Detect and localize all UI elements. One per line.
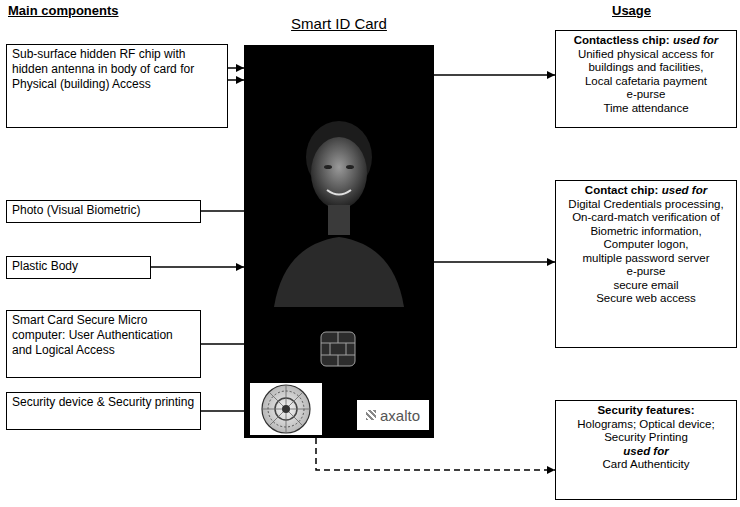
connector-line: [434, 261, 555, 263]
usage-text: On-card-match verification of Biometric …: [572, 211, 720, 237]
text-line: Digital Credentials processing,: [560, 198, 732, 212]
usage-text: Contact chip:: [585, 184, 658, 196]
text-line: On-card-match verification of Biometric …: [560, 211, 732, 238]
photo-eye: [324, 165, 332, 169]
text-line: Contact chip: used for: [560, 184, 732, 198]
usage-text: Secure web access: [596, 292, 696, 304]
usage-text: Digital Credentials processing,: [568, 198, 723, 210]
usage-box: Security features: Holograms; Optical dev…: [555, 400, 737, 500]
component-label: Plastic Body: [12, 259, 78, 273]
logo-mark: [366, 410, 376, 420]
photo-eye: [346, 165, 354, 169]
connector-arrow: [434, 258, 555, 266]
photo-face: [311, 137, 367, 209]
photo-neck: [328, 205, 350, 235]
hologram-center: [282, 405, 290, 413]
usage-text: Holograms; Optical device; Security Prin…: [577, 418, 714, 444]
logo-text: axalto: [380, 407, 420, 424]
text-line: Card Authenticity: [560, 458, 732, 472]
component-box: Smart Card Secure Micro computer: User A…: [6, 310, 201, 378]
arrow-head: [547, 466, 555, 474]
connector-line: [201, 343, 244, 345]
arrow-head: [547, 258, 555, 266]
connector-arrow: [228, 64, 244, 72]
arrow-head: [236, 263, 244, 271]
component-label: Smart Card Secure Micro computer: User A…: [12, 313, 173, 357]
connector-arrow: [434, 71, 555, 79]
connector-arrow: [201, 211, 244, 212]
text-line: Computer logon,: [560, 238, 732, 252]
component-label: Photo (Visual Biometric): [12, 203, 141, 217]
card-illustration: [244, 45, 434, 438]
photo-shoulders: [274, 237, 404, 307]
connector-arrow: [228, 76, 244, 84]
component-box: Security device & Security printing: [6, 392, 201, 430]
text-line: Smart Card Secure Micro computer: User A…: [12, 313, 195, 358]
usage-text: used for: [662, 184, 707, 196]
text-line: Security features:: [560, 404, 732, 418]
chip-pads: [321, 332, 355, 366]
usage-text: Contactless chip:: [574, 34, 670, 46]
usage-text: multiple password server: [582, 252, 709, 264]
connector-line: [434, 74, 555, 76]
component-box: Photo (Visual Biometric): [6, 200, 201, 223]
arrow-head: [547, 71, 555, 79]
column-heading: Usage: [612, 3, 651, 18]
usage-text: Time attendance: [603, 102, 688, 114]
hologram-ground: [250, 383, 322, 435]
text-line: Secure web access: [560, 292, 732, 306]
usage-text: secure email: [613, 279, 678, 291]
arrow-head: [236, 64, 244, 72]
connector-line: [201, 410, 244, 412]
usage-text: e-purse: [627, 265, 666, 277]
text-line: e-purse: [560, 265, 732, 279]
card-heading: Smart ID Card: [224, 15, 454, 32]
connector-arrow: [151, 263, 244, 271]
text-line: Time attendance: [560, 102, 732, 116]
dashed-connector: [316, 438, 555, 470]
smart-card: Smart ID Cardaxalto: [244, 45, 434, 438]
text-line: Sub-surface hidden RF chip with hidden a…: [12, 47, 222, 92]
column-heading: Main components: [8, 3, 119, 18]
text-line: Local cafetaria payment: [560, 75, 732, 89]
text-line: Unified physical access for buildings an…: [560, 48, 732, 75]
usage-text: used for: [673, 34, 718, 46]
component-label: Security device & Security printing: [12, 395, 194, 409]
chip-contact: [321, 332, 355, 366]
usage-text: Unified physical access for buildings an…: [578, 48, 714, 74]
text-line: used for: [560, 445, 732, 459]
hologram-rays: [262, 385, 310, 433]
component-box: Plastic Body: [6, 256, 151, 279]
usage-text: e-purse: [627, 88, 666, 100]
usage-box: Contact chip: used forDigital Credentials…: [555, 180, 737, 348]
usage-text: used for: [623, 445, 668, 457]
connector-arrow: [201, 411, 244, 412]
usage-box: Contactless chip:used forUnified physica…: [555, 30, 737, 128]
connector-line: [151, 266, 244, 268]
photo-smile: [327, 190, 351, 195]
text-line: Security device & Security printing: [12, 395, 195, 410]
text-line: multiple password server: [560, 252, 732, 266]
text-line: Contactless chip:used for: [560, 34, 732, 48]
component-label: Sub-surface hidden RF chip with hidden a…: [12, 47, 194, 91]
text-line: secure email: [560, 279, 732, 293]
usage-text: Security features:: [597, 404, 694, 416]
text-line: Holograms; Optical device; Security Prin…: [560, 418, 732, 445]
logo-box: axalto: [357, 400, 429, 430]
usage-text: Computer logon,: [603, 238, 688, 250]
arrow-head: [236, 76, 244, 84]
usage-text: Local cafetaria payment: [585, 75, 707, 87]
text-line: Photo (Visual Biometric): [12, 203, 195, 218]
text-line: Plastic Body: [12, 259, 145, 274]
component-box: Sub-surface hidden RF chip with hidden a…: [6, 44, 228, 128]
text-line: e-purse: [560, 88, 732, 102]
connector-line: [201, 210, 244, 212]
hologram-disc: [262, 385, 310, 433]
connector-arrow: [316, 438, 555, 474]
usage-text: Card Authenticity: [603, 458, 690, 470]
connector-arrow: [201, 344, 244, 345]
